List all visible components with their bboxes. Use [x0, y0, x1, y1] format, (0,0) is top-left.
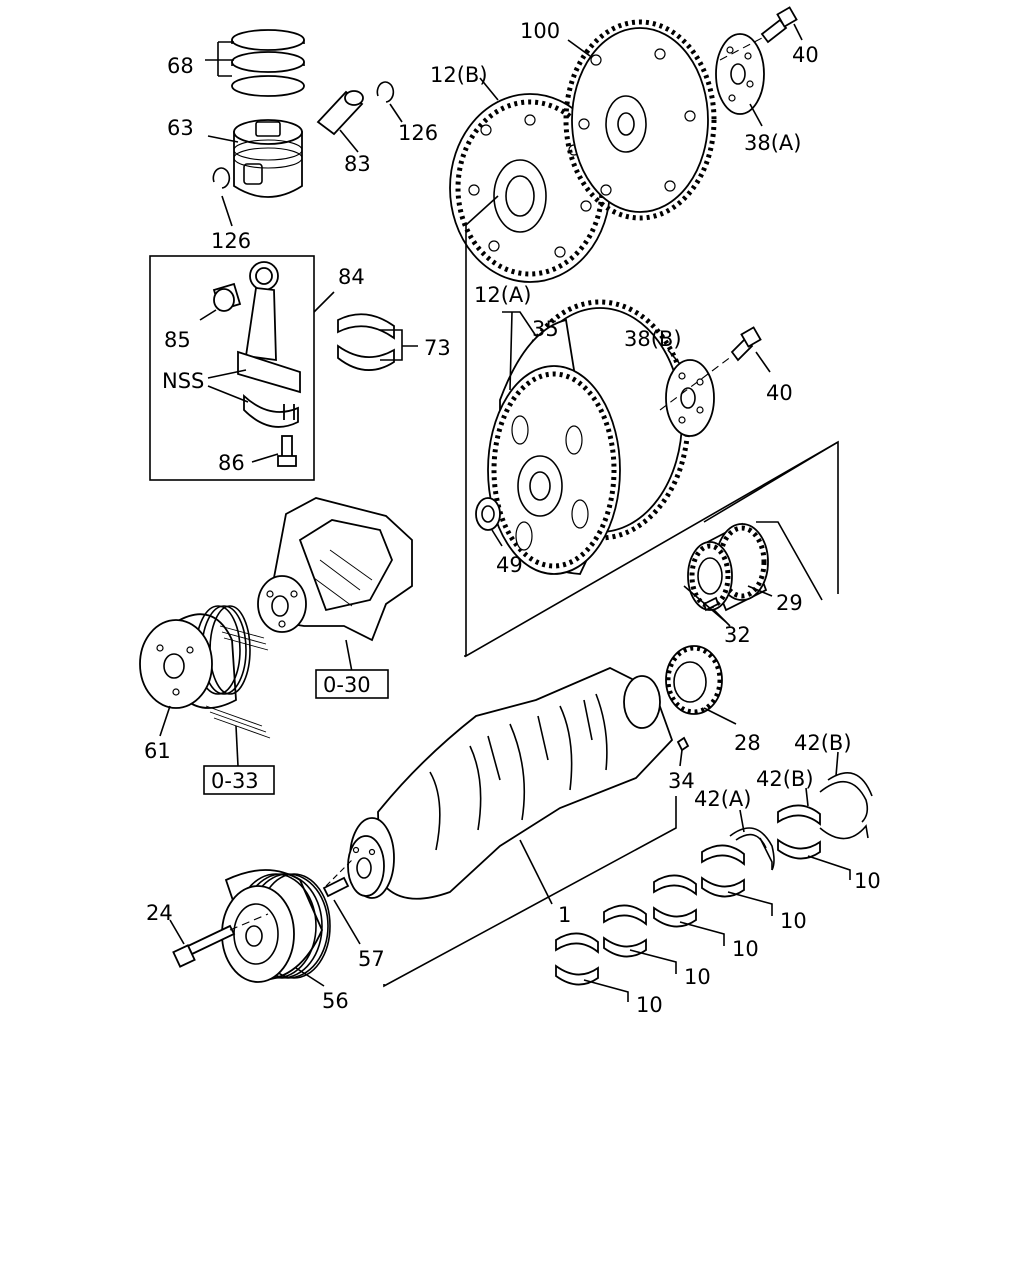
pilot-bearing	[475, 497, 501, 531]
crank-timing-gear	[665, 645, 723, 715]
callout-28: 28	[734, 731, 761, 755]
connecting-rod	[237, 261, 301, 428]
callout-84: 84	[338, 265, 365, 289]
bushing	[212, 282, 242, 312]
callout-38a: 38(A)	[744, 131, 801, 155]
callout-56: 56	[322, 989, 349, 1013]
connecting-rod-frame	[149, 255, 315, 481]
plate-38a	[715, 33, 765, 115]
snap-ring-bottom	[212, 167, 231, 189]
callout-12b: 12(B)	[430, 63, 488, 87]
crankshaft	[347, 667, 674, 900]
callout-24: 24	[146, 901, 173, 925]
fan-pulley	[139, 605, 271, 739]
callout-10-5: 10	[854, 869, 881, 893]
crank-pulley	[221, 869, 331, 983]
callout-86: 86	[218, 451, 245, 475]
crank-gear	[687, 522, 769, 612]
rod-bearings	[337, 313, 395, 371]
water-pump	[257, 497, 413, 642]
reference-0-33: 0-33	[211, 769, 259, 793]
bolt-40-top	[760, 6, 798, 44]
callout-83: 83	[344, 152, 371, 176]
callout-10-4: 10	[780, 909, 807, 933]
callout-61: 61	[144, 739, 171, 763]
callout-38b: 38(B)	[624, 327, 682, 351]
callout-100: 100	[520, 19, 560, 43]
callout-63: 63	[167, 116, 194, 140]
leader-68	[205, 41, 234, 77]
flywheel	[487, 299, 691, 575]
callout-126-bottom: 126	[211, 229, 251, 253]
callout-57: 57	[358, 947, 385, 971]
callout-nss: NSS	[162, 369, 204, 393]
callout-10-1: 10	[636, 993, 663, 1017]
dowel-pin-57	[322, 876, 350, 898]
callout-32: 32	[724, 623, 751, 647]
callout-40-mid: 40	[766, 381, 793, 405]
callout-34: 34	[668, 769, 695, 793]
callout-85: 85	[164, 328, 191, 352]
callout-42b-lower: 42(B)	[756, 767, 814, 791]
callout-42a: 42(A)	[694, 787, 751, 811]
main-bearings	[555, 804, 821, 986]
bolt-24	[172, 924, 236, 968]
piston-pin	[316, 90, 364, 136]
rod-bolt	[277, 435, 297, 467]
snap-ring-top	[376, 81, 395, 103]
reference-0-30: 0-30	[323, 673, 371, 697]
bolt-40-mid	[730, 326, 762, 362]
key-34	[676, 736, 690, 752]
callout-12a: 12(A)	[474, 283, 531, 307]
callout-29: 29	[776, 591, 803, 615]
callout-42b-upper: 42(B)	[794, 731, 852, 755]
plate-38b	[665, 359, 715, 437]
callout-10-2: 10	[684, 965, 711, 989]
callout-49: 49	[496, 553, 523, 577]
callout-126-top: 126	[398, 121, 438, 145]
ring-gear	[563, 19, 717, 221]
reference-box-0-30	[315, 669, 389, 699]
callout-73: 73	[424, 336, 451, 360]
callout-35: 35	[532, 317, 559, 341]
piston	[233, 119, 303, 198]
piston-rings	[231, 29, 305, 97]
reference-box-0-33	[203, 765, 275, 795]
callout-1: 1	[558, 903, 571, 927]
thrust-washers	[729, 772, 873, 871]
callout-40-top: 40	[792, 43, 819, 67]
callout-10-3: 10	[732, 937, 759, 961]
callout-68: 68	[167, 54, 194, 78]
